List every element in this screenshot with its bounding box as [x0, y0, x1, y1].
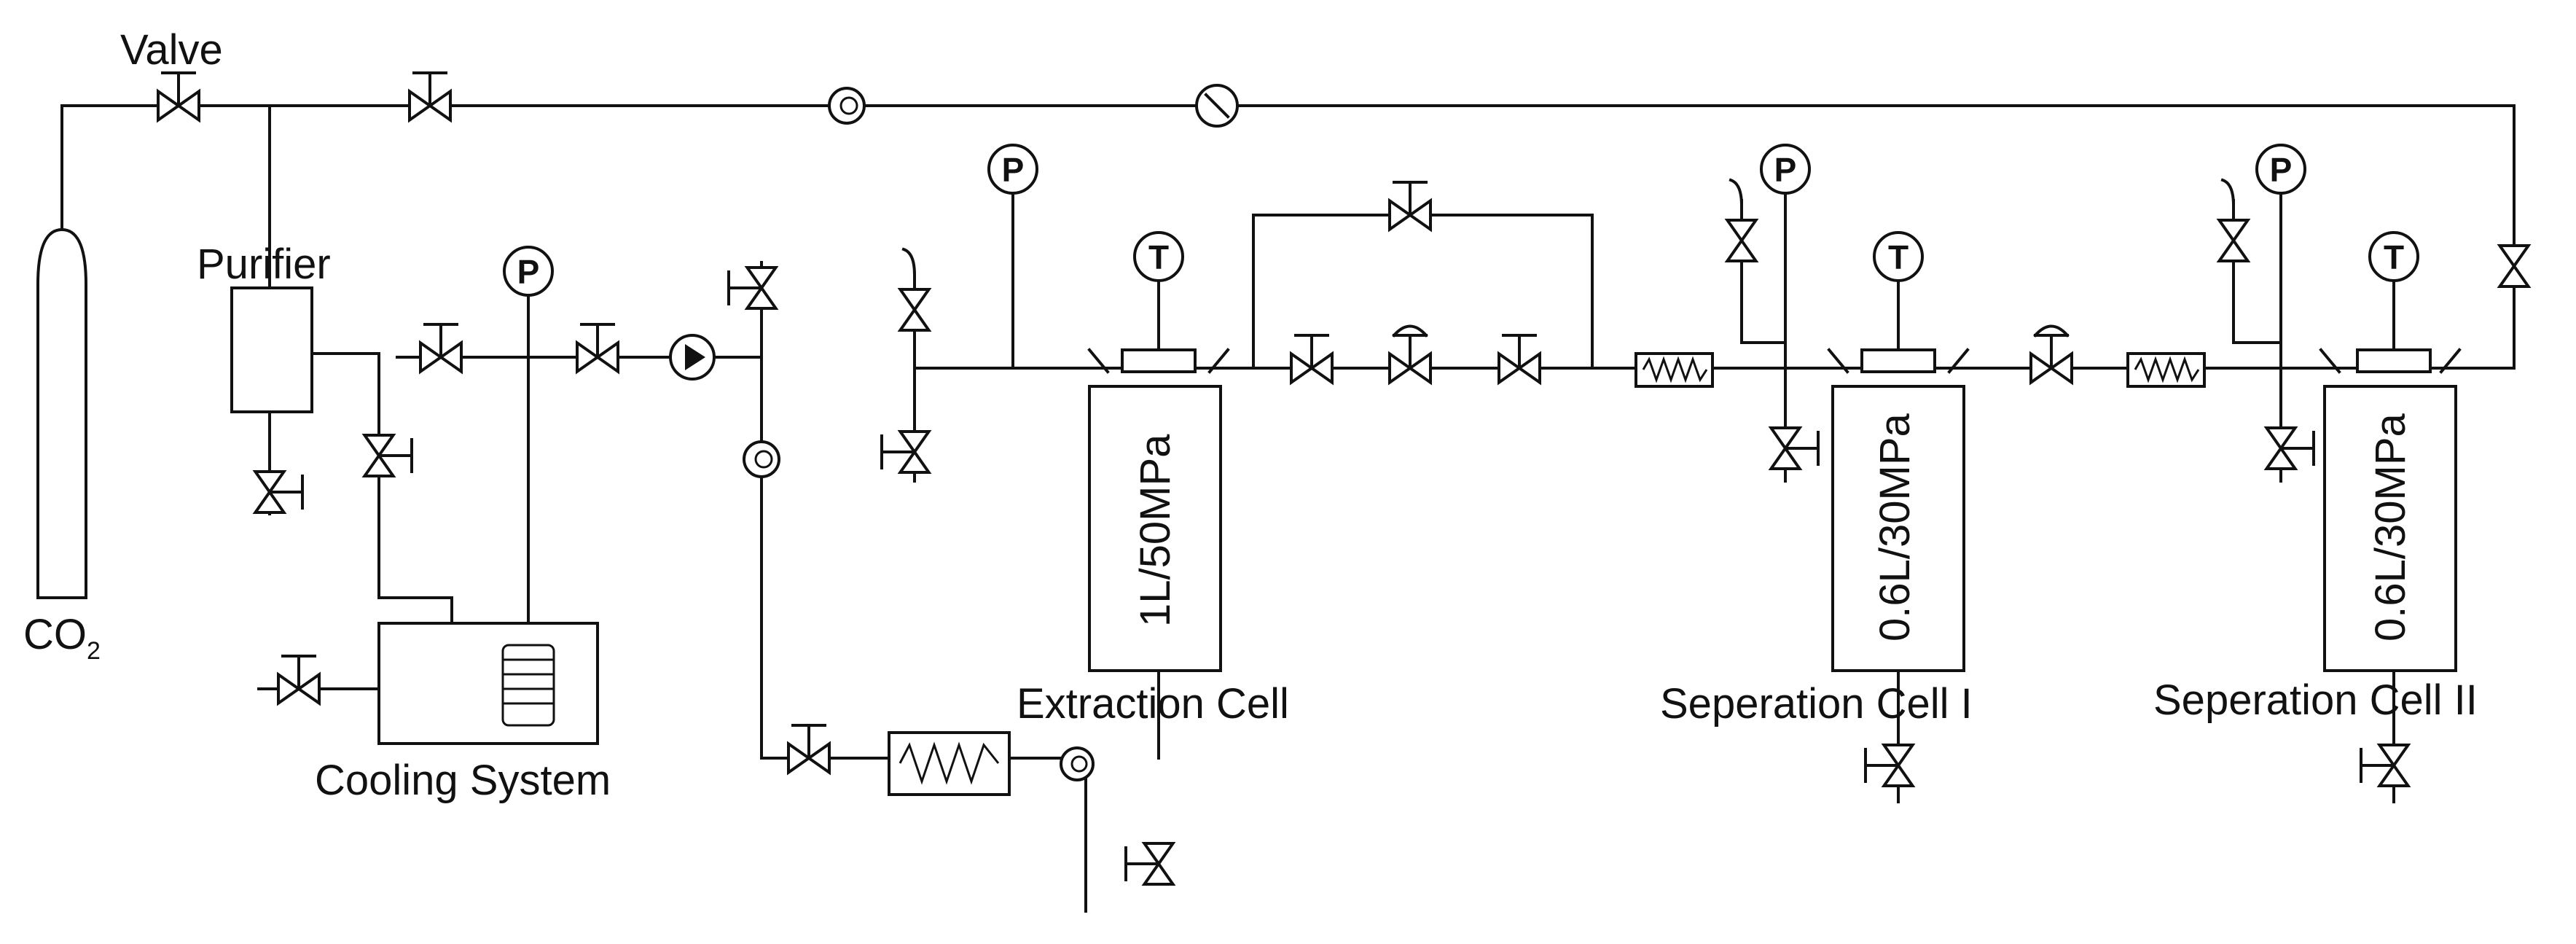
flow-meter-icon [828, 87, 866, 125]
svg-text:T: T [1148, 238, 1169, 276]
pressure-gauge-separation-2: P [2255, 144, 2306, 195]
pressure-gauge-cooling: P [503, 246, 554, 297]
valve-group [157, 71, 2532, 886]
svg-text:P: P [1002, 151, 1025, 189]
valve-icon [408, 71, 452, 123]
valve-icon [880, 430, 932, 474]
separation-cell-2-label: Seperation Cell II [2153, 676, 2478, 724]
svg-text:P: P [1774, 151, 1797, 189]
valve-icon [252, 470, 304, 514]
co2-label: CO2 [23, 611, 101, 665]
valve-icon [1388, 181, 1432, 233]
valve-icon [419, 323, 463, 375]
valve-icon [576, 323, 619, 375]
temperature-gauge-extraction: T [1133, 231, 1184, 282]
regulator-dome-icon [1392, 324, 1428, 338]
dial-gauge-icon [1195, 84, 1239, 128]
cooling-system-label: Cooling System [315, 757, 611, 804]
heat-exchanger-2 [2126, 352, 2206, 388]
valve-icon [1498, 334, 1541, 386]
purifier-label: Purifier [197, 241, 331, 288]
valve-icon [1864, 744, 1916, 787]
valve-icon [2263, 426, 2315, 470]
valve-icon [2029, 334, 2073, 386]
valve-label: Valve [120, 26, 223, 74]
flow-meter-preheater-icon [1060, 746, 1095, 781]
valve-icon [1388, 334, 1432, 386]
flow-meter-pump-icon [743, 440, 780, 478]
valve-icon [2497, 244, 2532, 288]
extraction-cell-vessel [1087, 348, 1230, 672]
temperature-gauge-separation-2: T [2368, 231, 2419, 282]
pump-icon [669, 334, 716, 381]
svg-text:T: T [1888, 238, 1908, 276]
temperature-gauge-separation-1: T [1873, 231, 1924, 282]
svg-text:T: T [2384, 238, 2404, 276]
svg-text:P: P [2270, 151, 2293, 189]
extraction-rating: 1L/50MPa [1132, 434, 1179, 627]
separation-cell-1-label: Seperation Cell I [1660, 680, 1973, 727]
purifier-vessel [230, 286, 313, 413]
valve-icon [157, 71, 200, 123]
valve-icon [1124, 842, 1176, 886]
pressure-gauge-separation-1: P [1760, 144, 1811, 195]
separation-cell-1-rating: 0.6L/30MPa [1871, 413, 1919, 641]
valve-icon [277, 655, 321, 706]
regulator-dome-icon [2033, 324, 2070, 338]
valve-icon [727, 266, 779, 310]
separation-cell-1-vessel [1827, 348, 1970, 672]
separation-cell-2-rating: 0.6L/30MPa [2367, 413, 2414, 641]
valve-icon [361, 434, 413, 477]
extraction-cell-label: Extraction Cell [1017, 680, 1289, 727]
valve-icon [1290, 334, 1334, 386]
valve-icon [1768, 426, 1820, 470]
pressure-gauge-extraction: P [987, 144, 1038, 195]
svg-text:P: P [517, 253, 540, 291]
heat-exchanger-1 [1635, 352, 1714, 388]
preheater-exchanger [888, 731, 1011, 796]
co2-cylinder [36, 227, 87, 599]
separation-cell-2-vessel [2319, 348, 2462, 672]
cooling-system [377, 622, 599, 745]
valve-icon [2216, 178, 2251, 262]
valve-icon [787, 724, 831, 776]
valve-icon [2360, 744, 2411, 787]
valve-icon [897, 247, 932, 332]
valve-icon [1724, 178, 1759, 262]
